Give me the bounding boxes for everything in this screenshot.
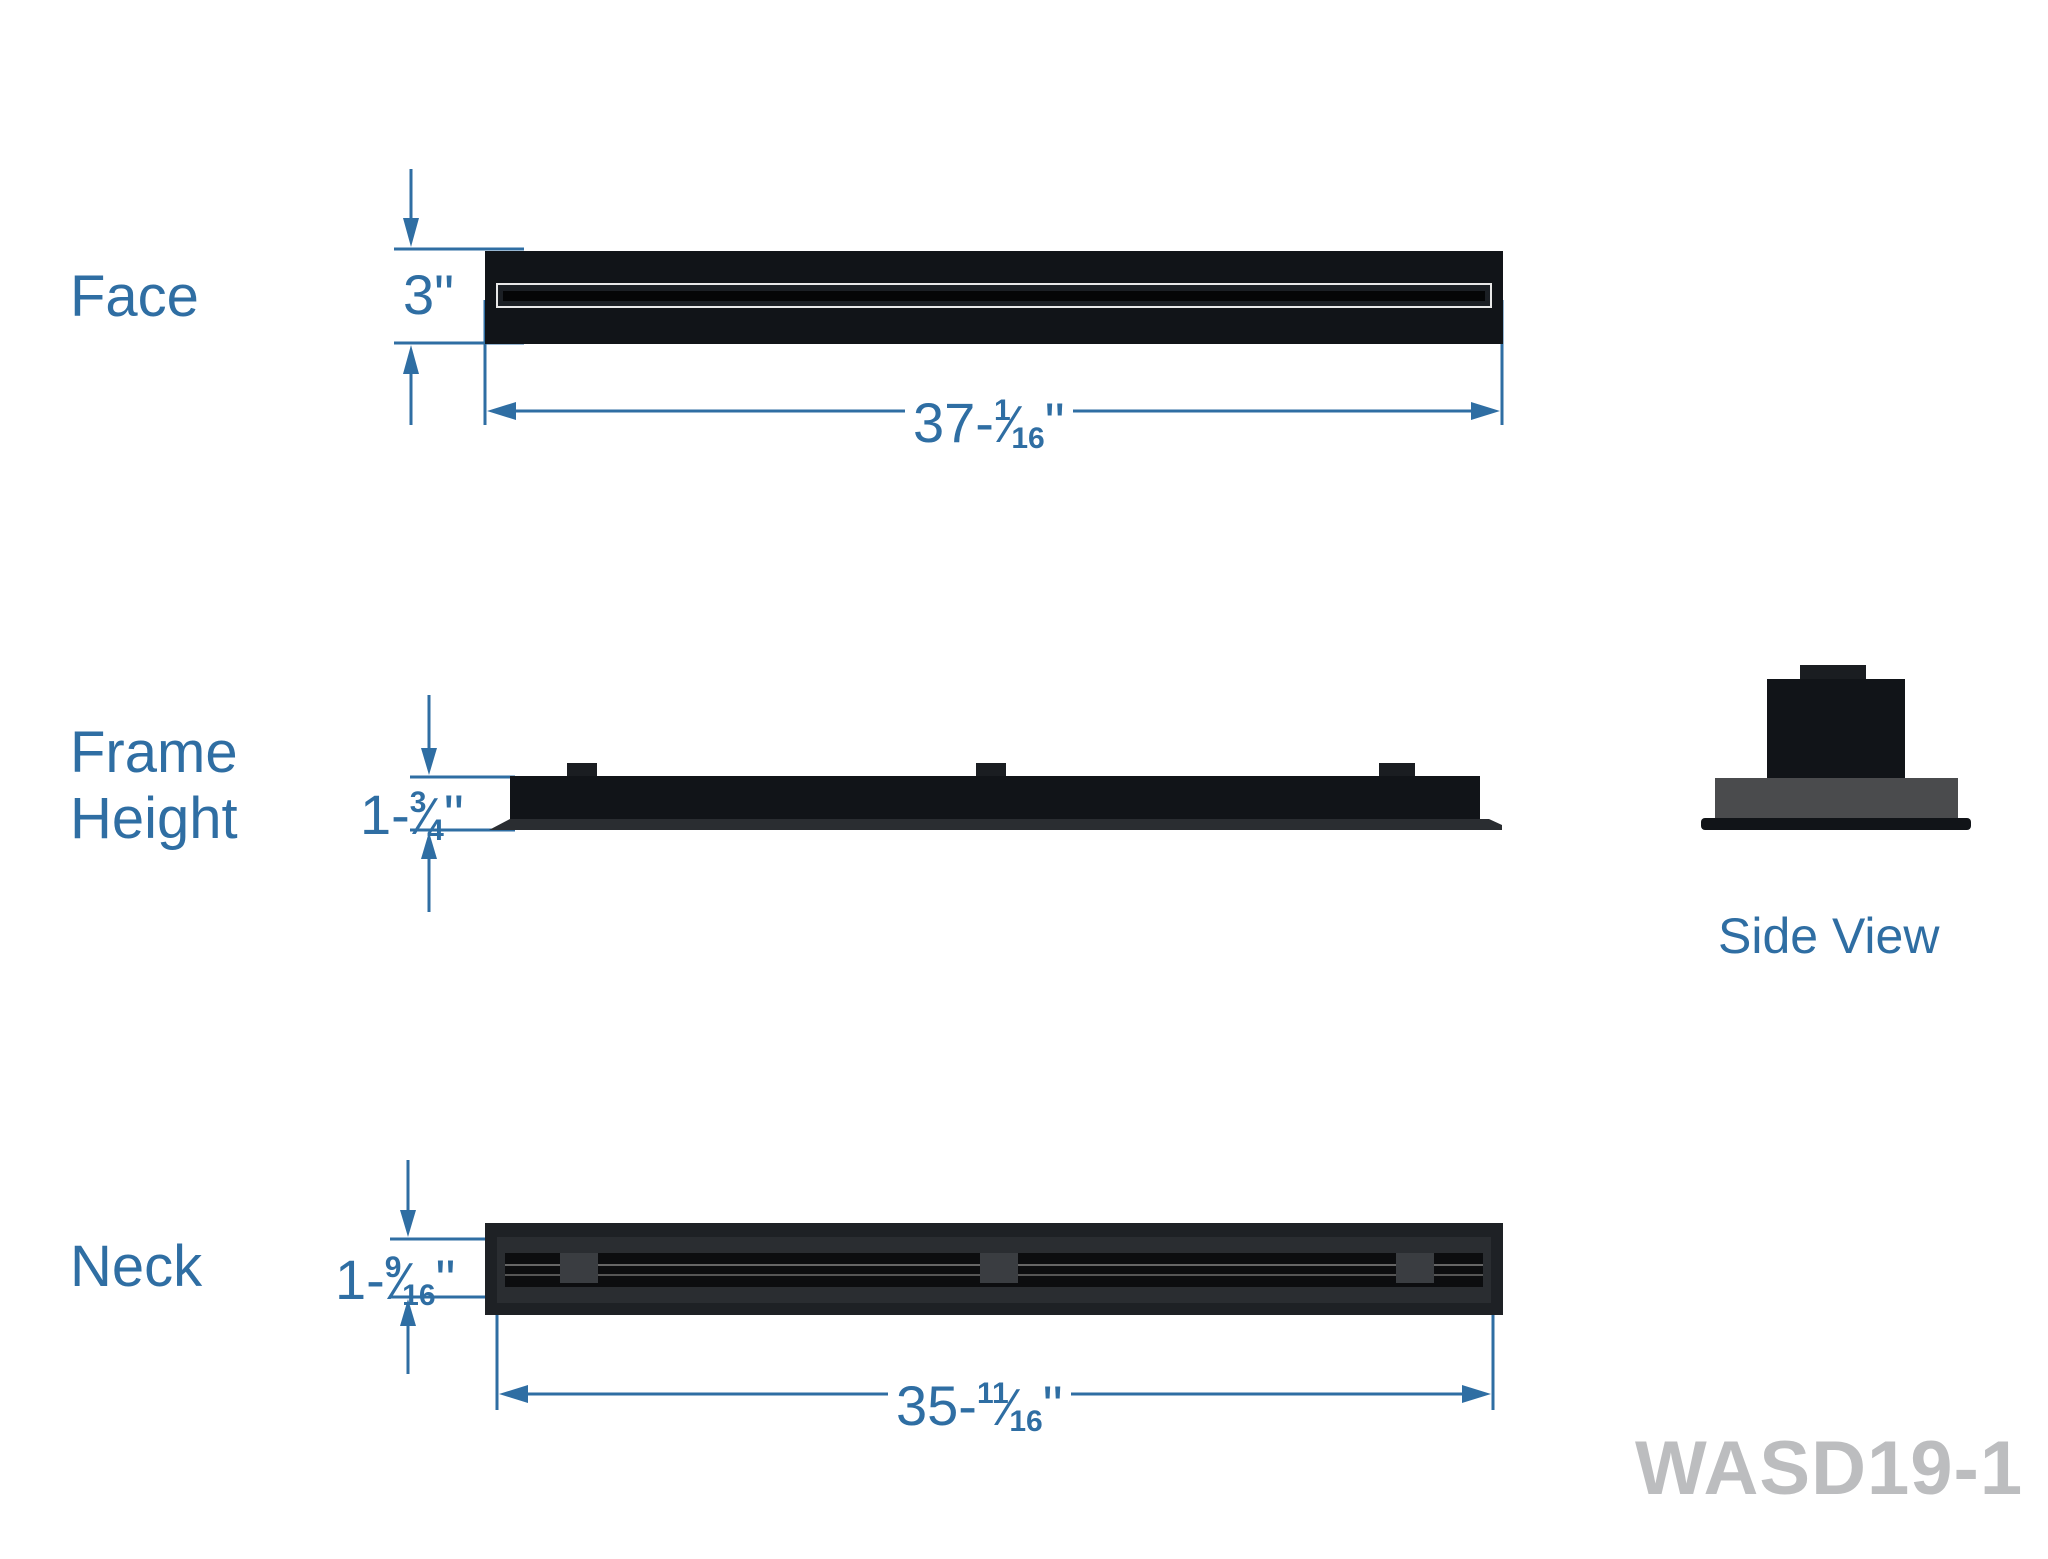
frame-height-label: Frame Height [70, 720, 238, 852]
fraction-slash: ⁄ [397, 1253, 407, 1311]
unit: " [434, 263, 455, 326]
model-code: WASD19-1 [1635, 1426, 2024, 1511]
side-view-image [1701, 665, 1971, 830]
label-line: Height [70, 786, 238, 851]
face-view-grille [485, 251, 1503, 344]
face-width-dimension: 37-1⁄16" [905, 381, 1073, 469]
fraction-slash: ⁄ [1004, 1379, 1014, 1437]
face-height-dimension: 3" [395, 265, 462, 325]
neck-view-image [485, 1223, 1503, 1315]
frame-height-dimension: 1-3⁄4" [352, 773, 472, 861]
unit: " [1044, 391, 1065, 454]
side-view-label: Side View [1718, 908, 1940, 964]
unit: " [443, 783, 464, 846]
label-line: Frame [70, 720, 238, 785]
fraction-numerator: 11 [976, 1377, 1009, 1410]
dimension-whole: 1- [335, 1248, 385, 1311]
dimension-whole: 35- [896, 1374, 977, 1437]
fraction-numerator: 9 [384, 1251, 402, 1284]
fraction-numerator: 3 [409, 786, 427, 819]
face-label: Face [70, 264, 199, 329]
dimension-value: 3 [403, 263, 435, 326]
fraction-numerator: 1 [993, 394, 1011, 427]
fraction-denominator: 16 [402, 1279, 436, 1312]
unit: " [435, 1248, 456, 1311]
dimension-whole: 1- [360, 783, 410, 846]
dimension-whole: 37- [913, 391, 994, 454]
neck-height-dimension: 1-9⁄16" [327, 1238, 463, 1326]
frame-view-image [489, 763, 1502, 830]
fraction-slash: ⁄ [422, 788, 432, 846]
unit: " [1042, 1374, 1063, 1437]
neck-width-dimension: 35-11⁄16" [888, 1364, 1071, 1452]
fraction-denominator: 4 [427, 814, 444, 847]
fraction-denominator: 16 [1011, 422, 1045, 455]
fraction-denominator: 16 [1009, 1405, 1043, 1438]
neck-label: Neck [70, 1234, 203, 1299]
fraction-slash: ⁄ [1006, 396, 1016, 454]
